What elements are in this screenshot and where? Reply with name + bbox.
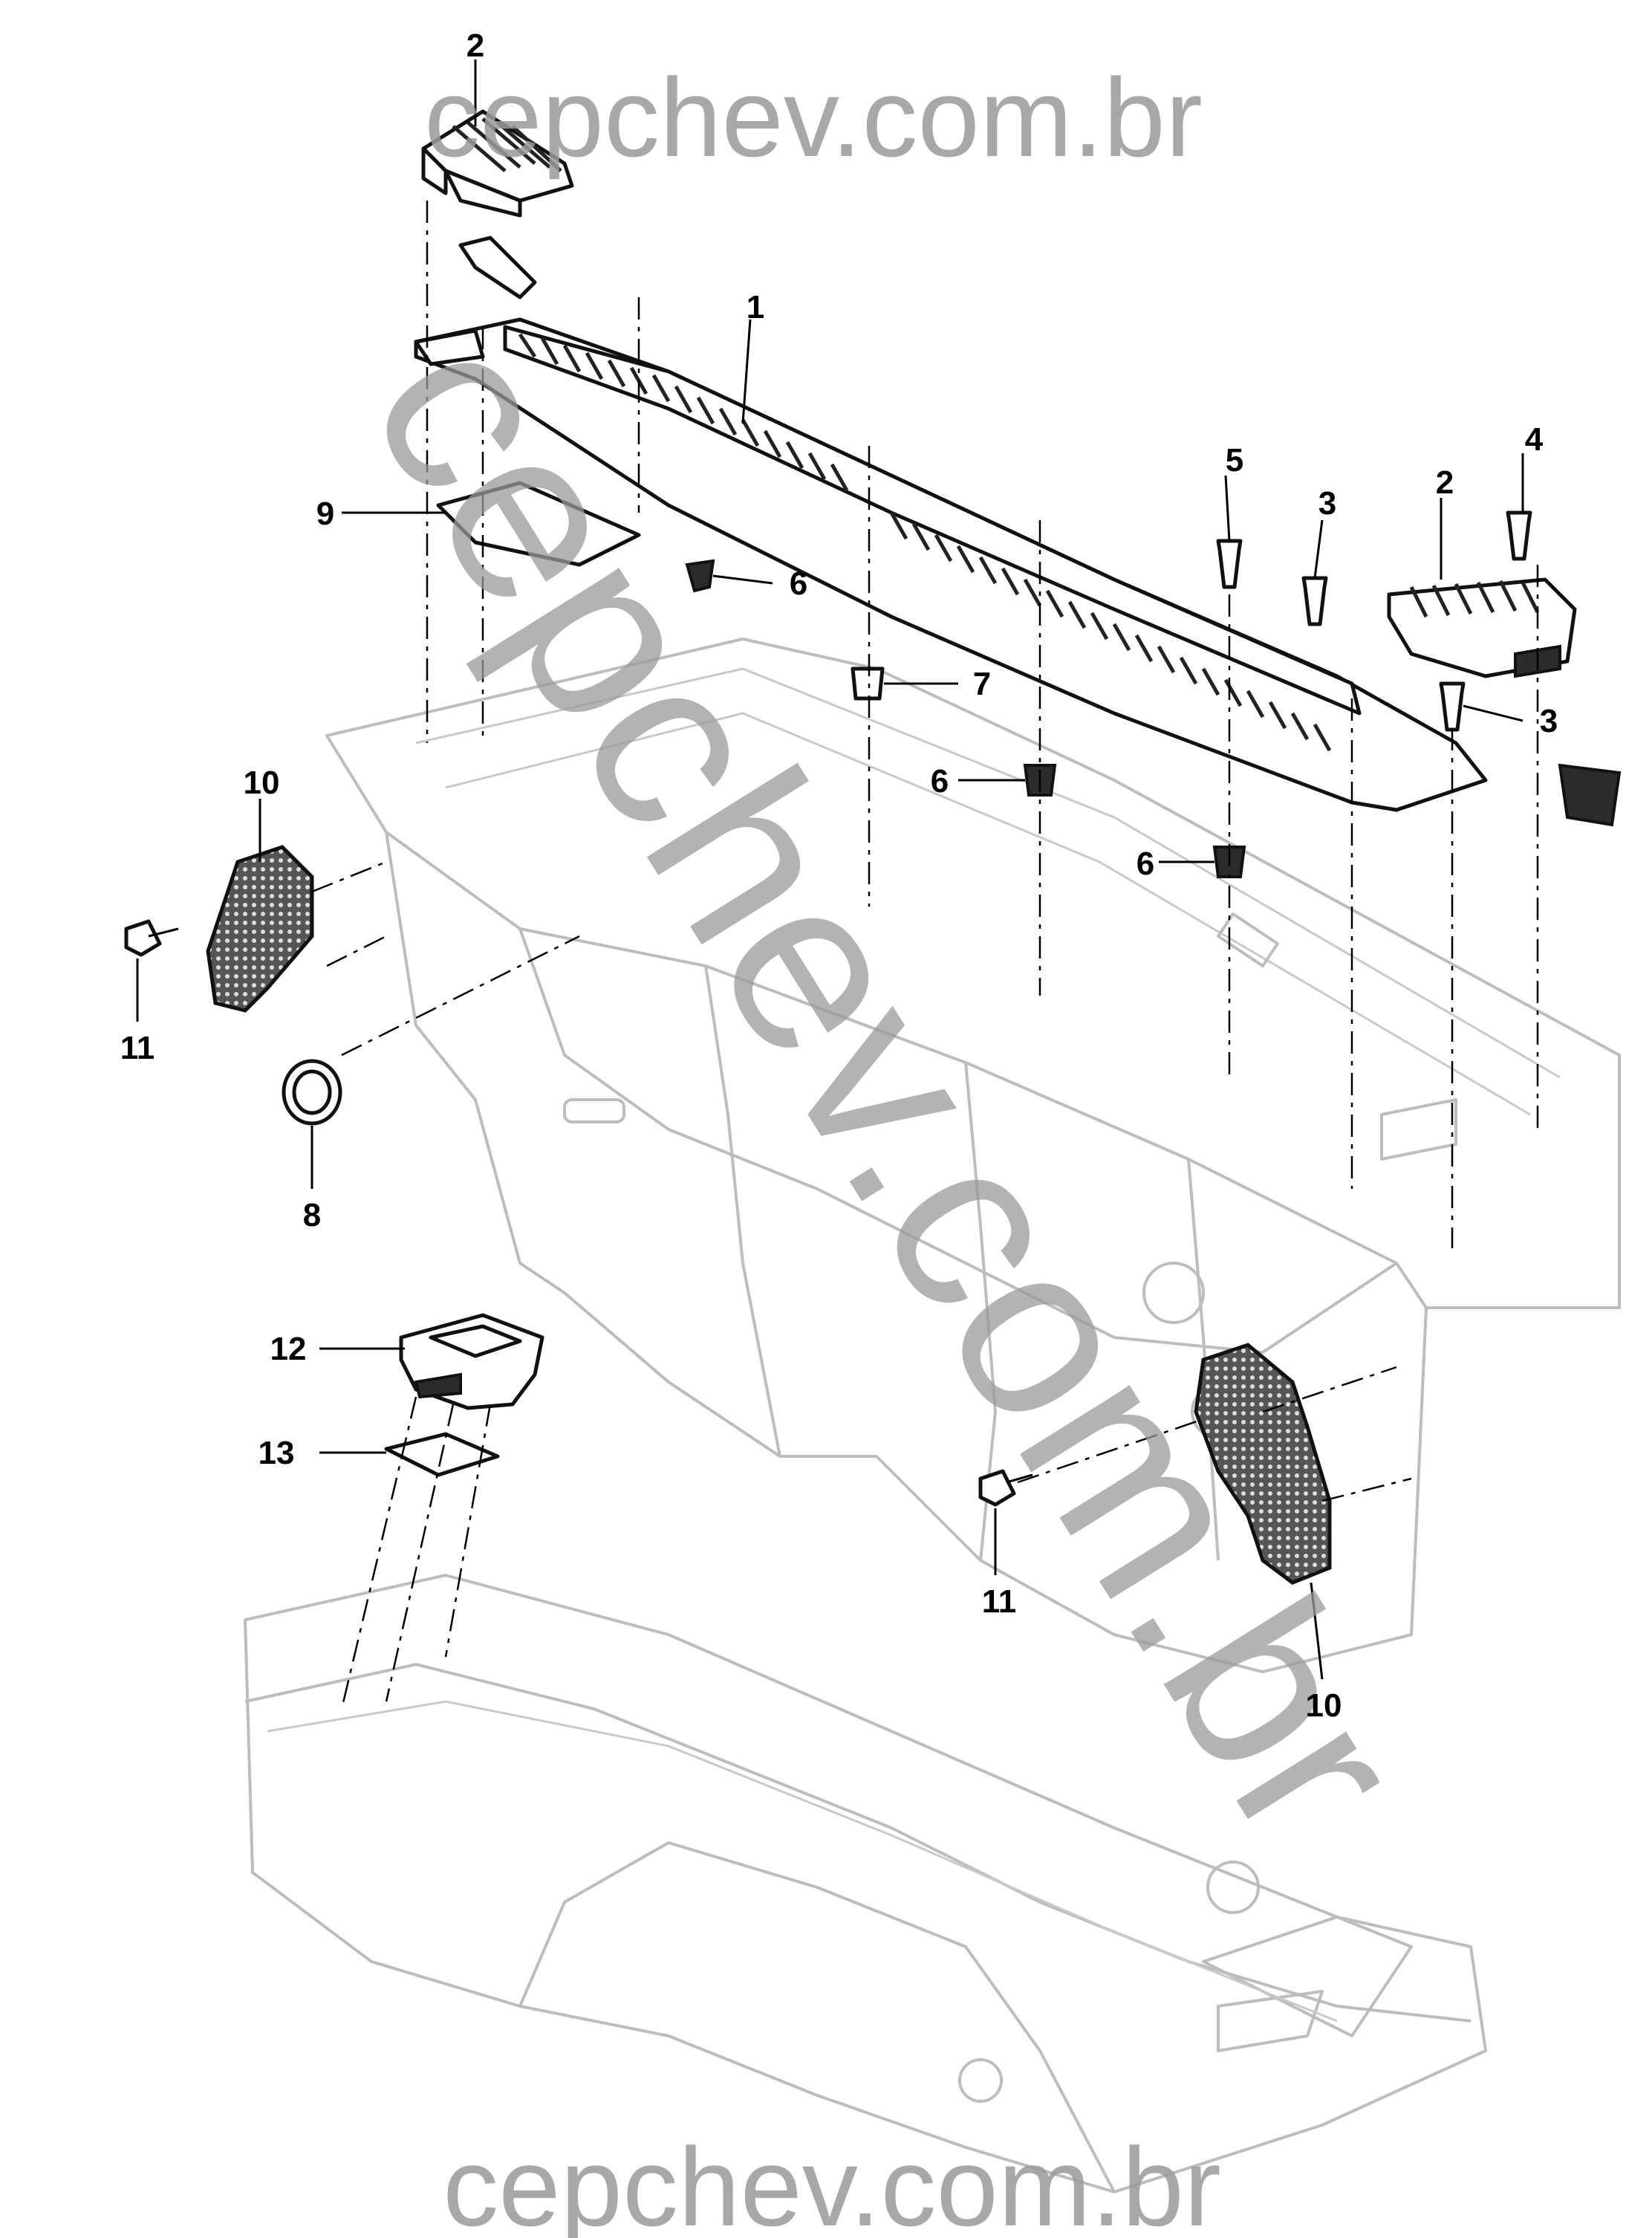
callout-10-left: 10 (244, 765, 280, 801)
callout-1: 1 (747, 289, 764, 325)
callout-10-right: 10 (1306, 1687, 1342, 1724)
bolt-11-left (124, 919, 179, 957)
grille-end-cap-right (1387, 577, 1577, 678)
seal-pad (436, 481, 641, 567)
callout-13: 13 (258, 1435, 295, 1471)
push-clip-6-a (685, 559, 715, 593)
callout-3-lower: 3 (1540, 703, 1558, 739)
callout-6-a: 6 (790, 565, 807, 602)
mesh-baffle-left (206, 845, 314, 1013)
callout-7: 7 (973, 666, 991, 702)
callout-2-left: 2 (466, 27, 484, 64)
callout-6-b: 6 (931, 763, 949, 799)
push-clip-7 (851, 666, 885, 701)
watermark-top: cepchev.com.br (424, 55, 1203, 180)
screw-3-a (1301, 576, 1328, 626)
screw-4 (1506, 510, 1532, 561)
callout-11-right: 11 (982, 1583, 1017, 1620)
cowl-grille-slats (518, 333, 1332, 752)
callout-leader-lines (136, 59, 1524, 1680)
callout-6-c: 6 (1136, 846, 1154, 882)
callout-5: 5 (1226, 442, 1243, 479)
mesh-baffle-right (1194, 1343, 1332, 1585)
bolt-11-right (978, 1469, 1033, 1507)
callout-9: 9 (316, 496, 334, 532)
callout-2-right: 2 (1436, 464, 1454, 501)
callout-12: 12 (270, 1331, 307, 1367)
grille-end-cap-left (421, 109, 574, 218)
assembly-dash-lines (311, 201, 1539, 1710)
callout-8: 8 (303, 1197, 321, 1233)
screw-3-b (1439, 681, 1466, 732)
grommet-8 (282, 1059, 342, 1126)
callout-11-left: 11 (120, 1030, 155, 1066)
cowl-floor-outline (244, 1574, 1487, 2193)
air-inlet-duct-12 (399, 1313, 544, 1410)
screw-5 (1216, 539, 1243, 589)
callout-4: 4 (1525, 421, 1544, 458)
watermark-bottom: cepchev.com.br (443, 2124, 1221, 2238)
callout-3-upper: 3 (1318, 485, 1336, 522)
cowl-vent-panel (414, 236, 1622, 827)
